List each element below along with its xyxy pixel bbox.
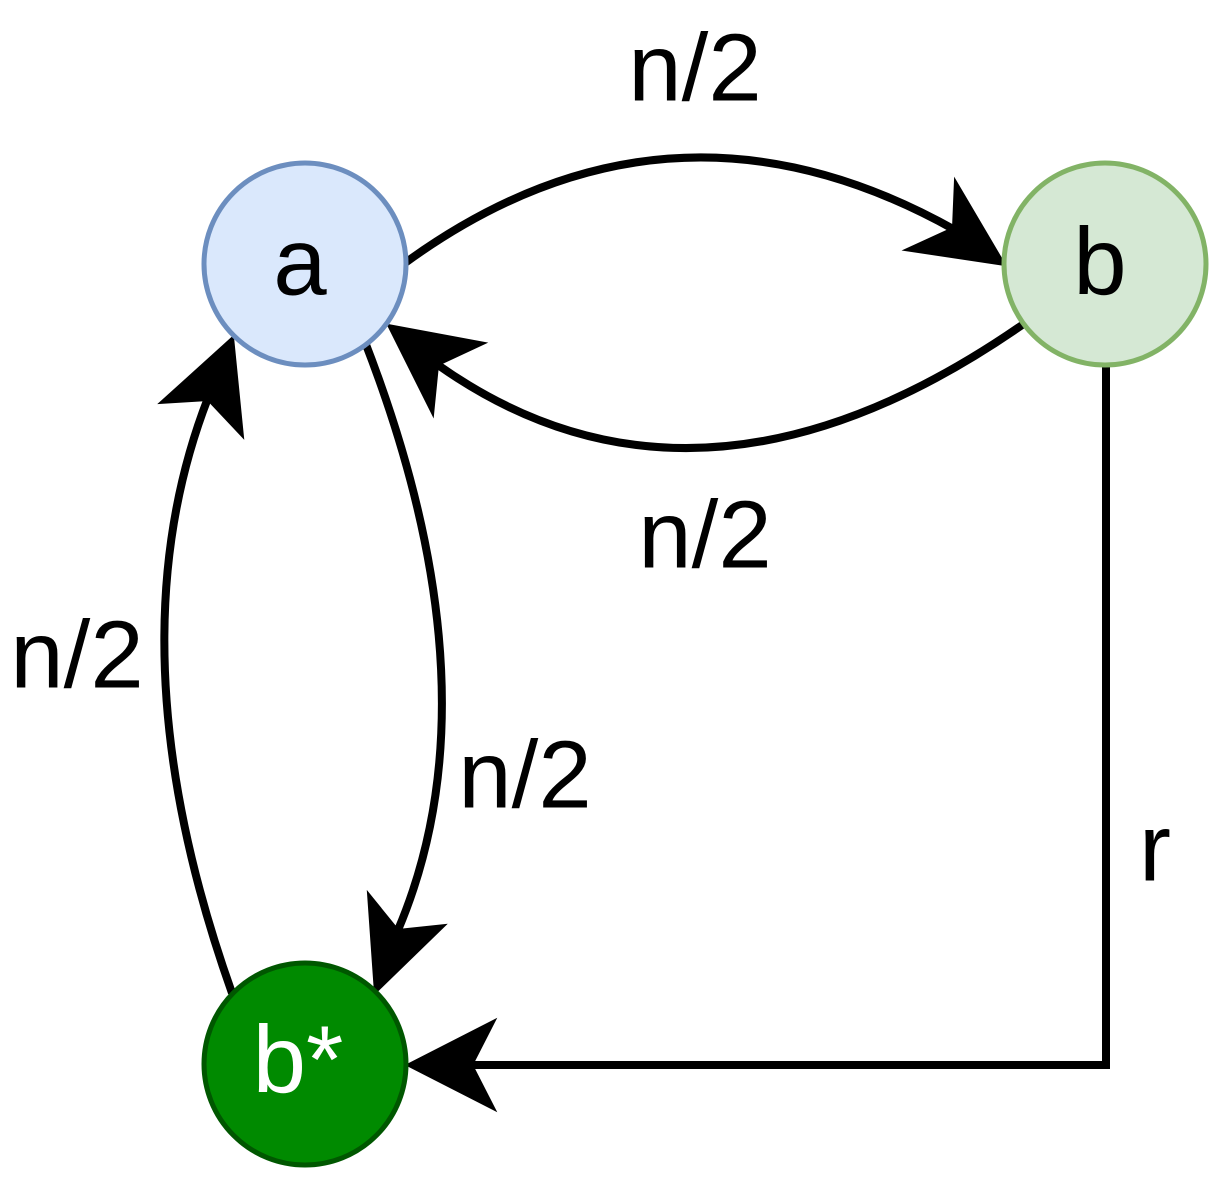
edge-a-to-bstar-label: n/2 (458, 722, 591, 829)
edge-b-to-bstar-arrowhead (404, 1017, 498, 1113)
node-b-circle (1001, 160, 1209, 368)
edge-a-to-bstar-line (361, 340, 446, 932)
edge-bstar-to-a-label: n/2 (10, 602, 143, 709)
edge-a-to-b-arrowhead (901, 176, 1007, 267)
edge-bstar-to-a-line (160, 396, 236, 995)
edge-a-to-bstar-arrowhead (366, 889, 448, 996)
node-a-circle (201, 160, 409, 368)
edge-a-to-b-line (402, 153, 957, 267)
node-b: b (1001, 160, 1209, 368)
edge-b-to-a-arrowhead (386, 323, 489, 419)
edge-b-to-a-label: n/2 (638, 482, 771, 589)
node-a-label: a (273, 209, 327, 316)
edge-a-to-b-label: n/2 (628, 15, 761, 122)
node-a: a (201, 160, 409, 368)
node-bstar-label: b* (253, 1007, 344, 1114)
node-b-label: b (1073, 209, 1126, 316)
edge-b-to-bstar: r (404, 366, 1171, 1113)
edge-b-to-a: n/2 (386, 319, 1028, 589)
edge-b-to-bstar-label: r (1139, 795, 1171, 902)
edge-bstar-to-a: n/2 (10, 334, 245, 995)
edge-a-to-b: n/2 (402, 15, 1007, 267)
node-bstar-circle (201, 960, 409, 1168)
edge-a-to-bstar: n/2 (361, 340, 592, 996)
edge-b-to-bstar-line (472, 366, 1110, 1069)
edge-b-to-a-line (435, 319, 1028, 453)
edge-bstar-to-a-arrowhead (157, 334, 245, 440)
node-bstar: b* (201, 960, 409, 1168)
